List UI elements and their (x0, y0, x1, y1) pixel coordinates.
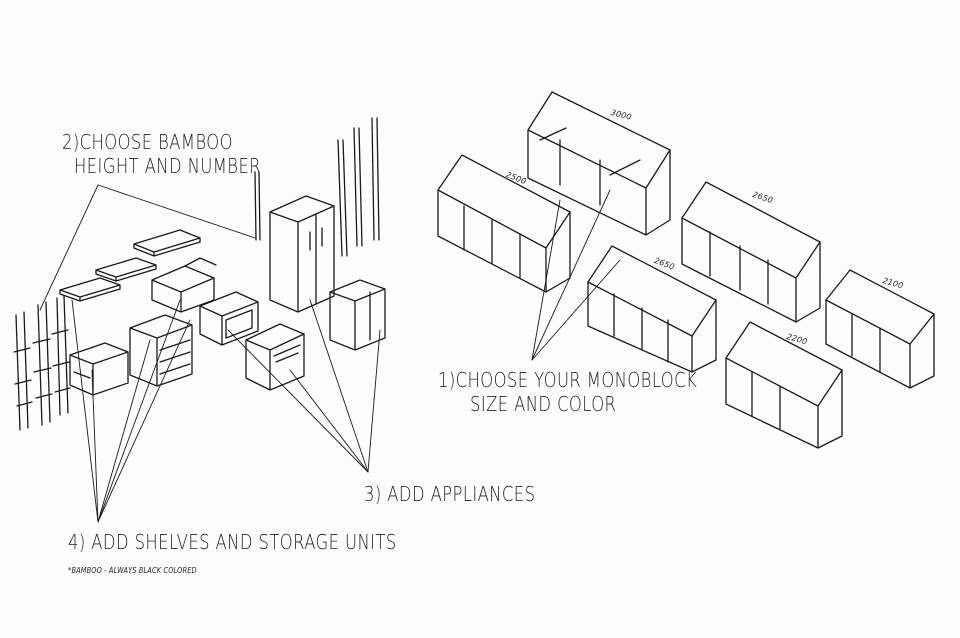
step3-label: 3) ADD APPLIANCES (364, 482, 536, 506)
bamboo-footnote: *BAMBOO - ALWAYS BLACK COLORED (68, 566, 197, 575)
monoblocks (437, 91, 935, 449)
step2-label-line2: HEIGHT AND NUMBER (74, 154, 262, 178)
bamboo-poles (254, 117, 380, 257)
step2-label-line1: 2)CHOOSE BAMBOO (62, 130, 233, 154)
bamboo-ladders (13, 295, 71, 431)
leader-lines (39, 184, 621, 523)
shelf-boards (59, 229, 201, 302)
step4-label: 4) ADD SHELVES AND STORAGE UNITS (68, 530, 397, 554)
step1-label-line1: 1)CHOOSE YOUR MONOBLOCK (438, 368, 698, 392)
step1-label-line2: SIZE AND COLOR (470, 392, 617, 416)
appliances (199, 195, 386, 391)
